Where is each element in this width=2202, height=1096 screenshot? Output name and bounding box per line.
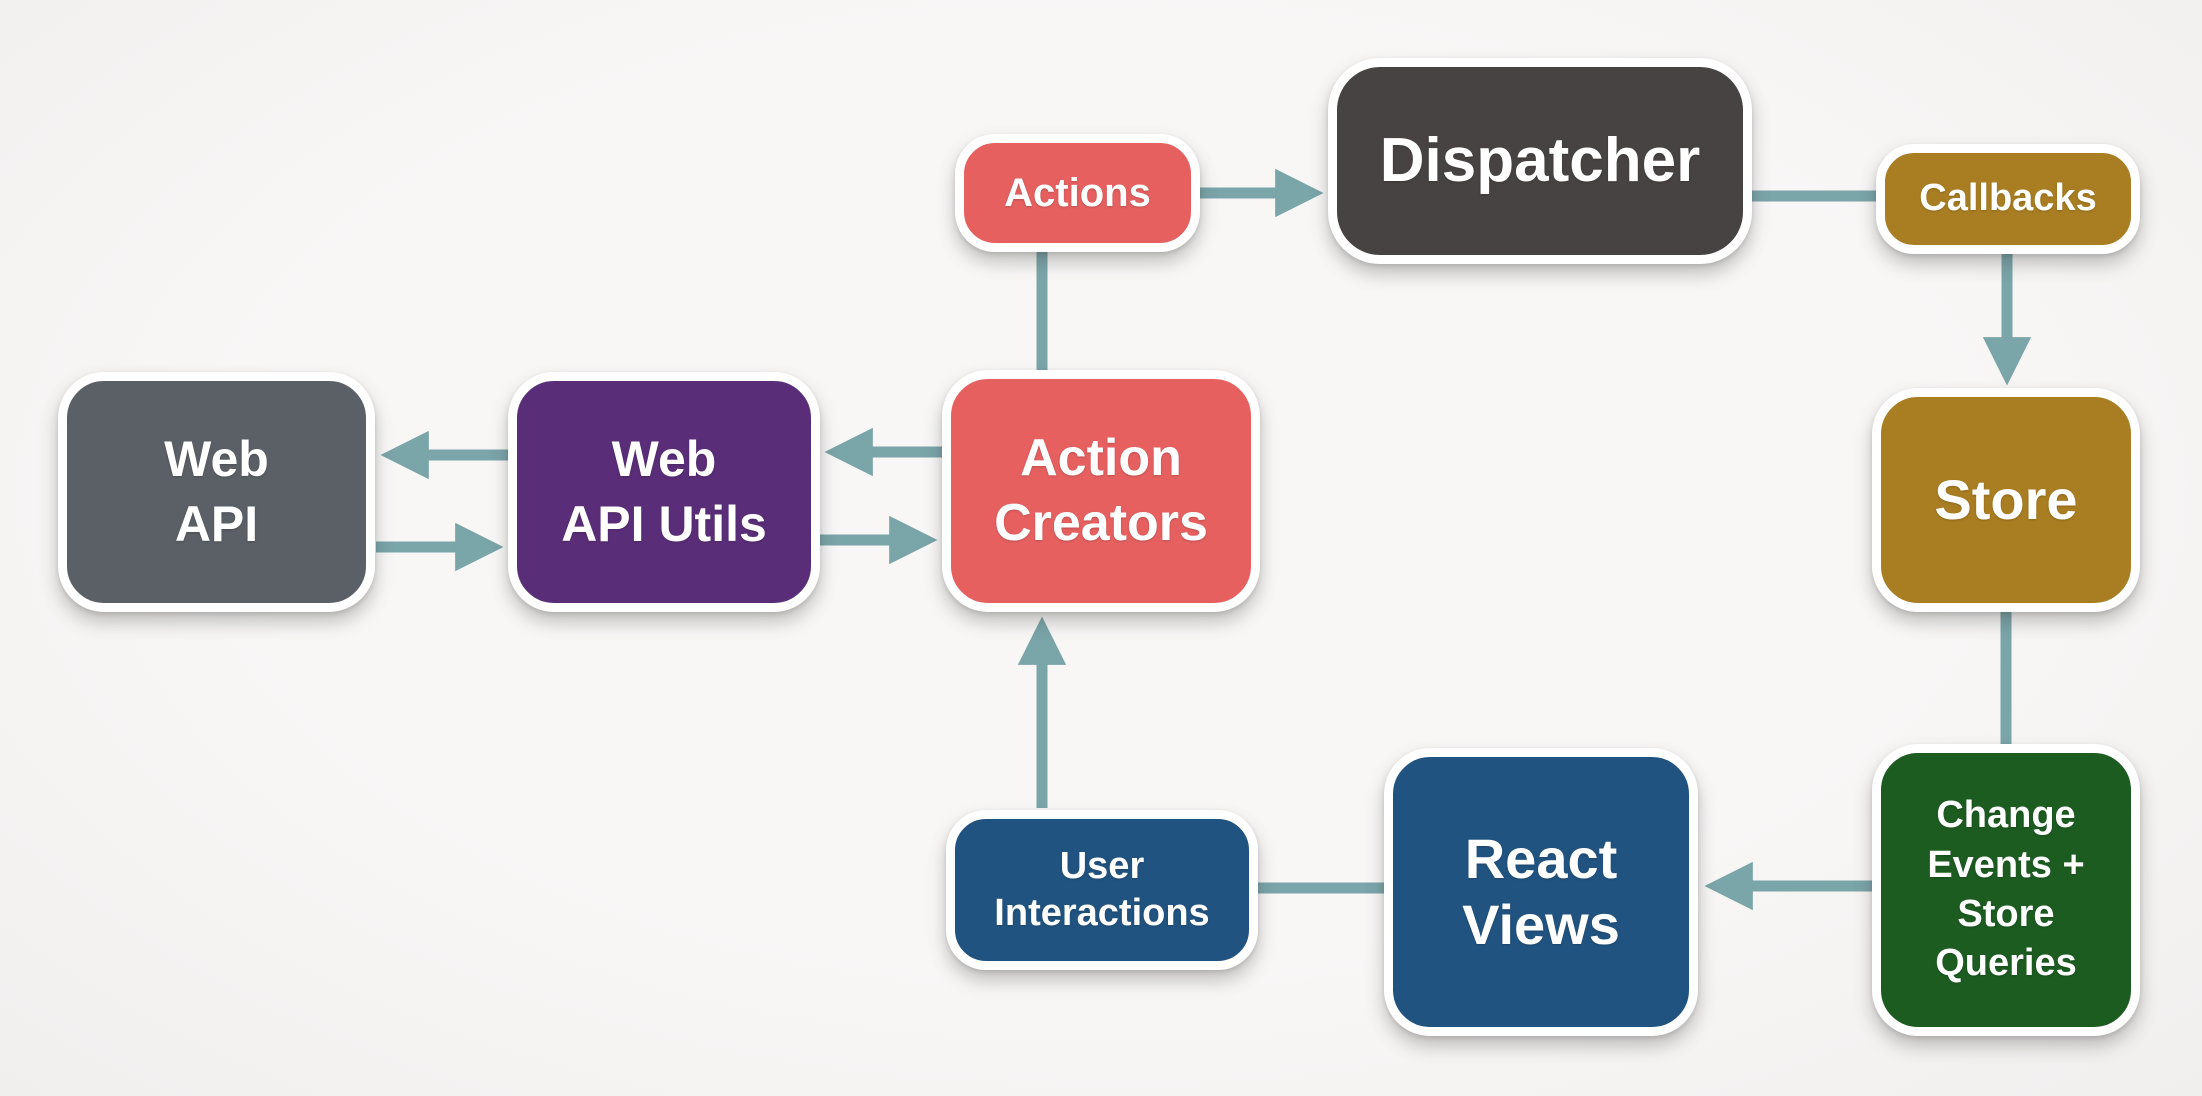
- node-action-creators: Action Creators: [942, 370, 1260, 612]
- node-callbacks: Callbacks: [1876, 144, 2140, 254]
- node-change-events-store-queries: Change Events + Store Queries: [1872, 744, 2140, 1036]
- node-web-api-label: Web API: [164, 431, 269, 552]
- node-callbacks-label: Callbacks: [1919, 177, 2097, 220]
- node-web-api-utils: Web API Utils: [508, 372, 820, 612]
- node-change-events-store-queries-label: Change Events + Store Queries: [1927, 794, 2085, 985]
- node-web-api-utils-label: Web API Utils: [561, 431, 767, 552]
- node-dispatcher: Dispatcher: [1328, 58, 1752, 264]
- node-action-creators-label: Action Creators: [994, 429, 1208, 552]
- node-actions: Actions: [955, 134, 1200, 252]
- node-dispatcher-label: Dispatcher: [1379, 125, 1701, 195]
- node-user-interactions: User Interactions: [946, 810, 1258, 970]
- node-store: Store: [1872, 388, 2140, 612]
- node-react-views: React Views: [1384, 748, 1698, 1036]
- node-user-interactions-label: User Interactions: [994, 844, 1210, 935]
- node-store-label: Store: [1934, 467, 2078, 531]
- node-actions-label: Actions: [1004, 171, 1151, 215]
- node-react-views-label: React Views: [1462, 826, 1620, 956]
- node-web-api: Web API: [58, 372, 375, 612]
